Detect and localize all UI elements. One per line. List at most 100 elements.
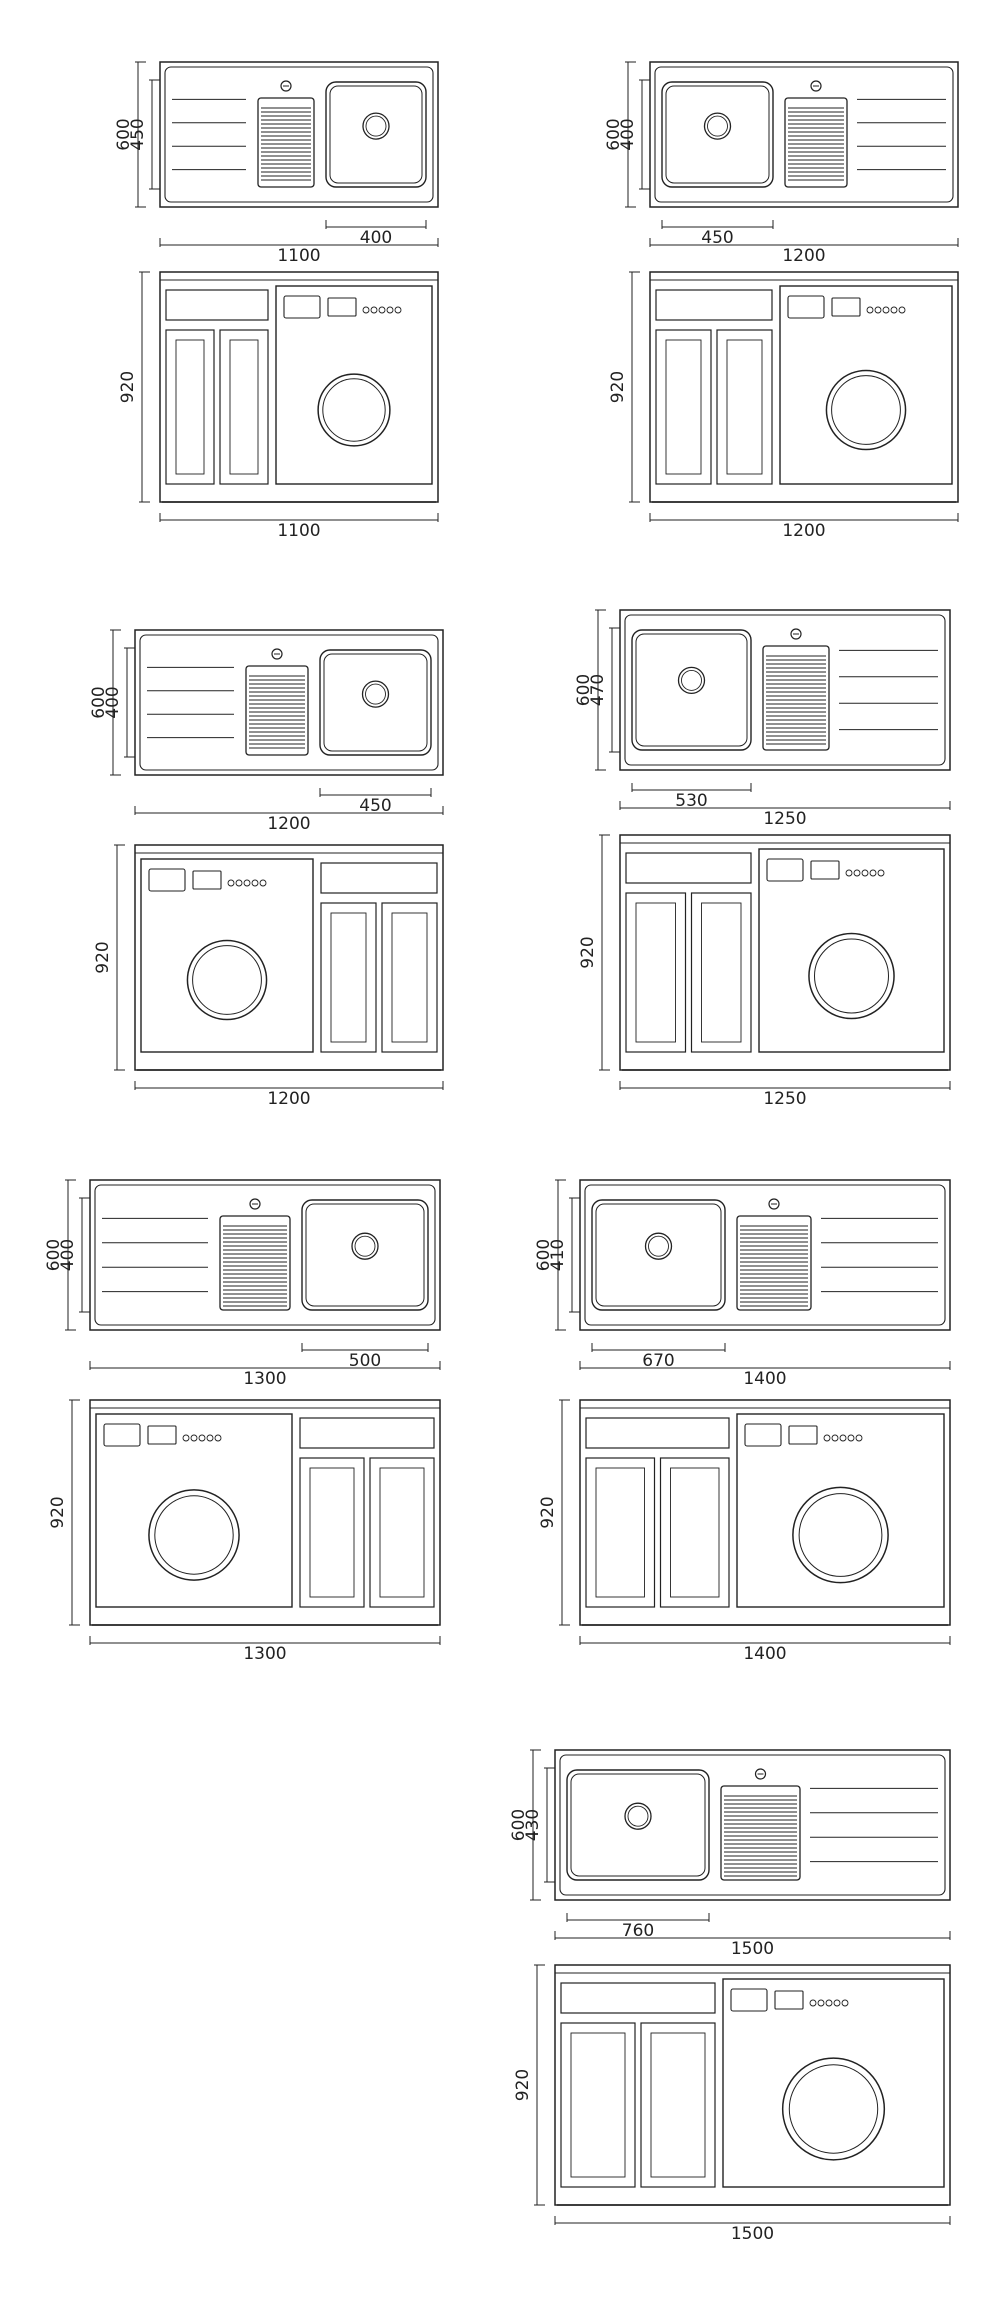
height-dimension-label: 920	[513, 2069, 533, 2101]
total-width-dimension-label: 1250	[763, 809, 806, 829]
basin-width-dimension: 670	[591, 1343, 726, 1371]
washing-machine	[736, 1413, 945, 1608]
drain-icon	[361, 680, 390, 708]
control-button-icon	[855, 1434, 863, 1442]
cabinet	[320, 862, 438, 1053]
height-dimension-label: 920	[48, 1496, 68, 1528]
depth-dimension-label: 600	[534, 1239, 554, 1271]
basin-depth-dimension: 400	[103, 647, 135, 758]
countertop-outline	[134, 629, 444, 776]
countertop-inner	[94, 1184, 436, 1326]
total-width-dimension-label: 1200	[782, 246, 825, 266]
front-width-dimension: 1200	[649, 513, 959, 541]
total-width-dimension: 1200	[134, 806, 444, 834]
front-width-dimension-label: 1200	[267, 1089, 310, 1109]
drain-inner-icon	[648, 1235, 669, 1257]
door-panel	[391, 912, 428, 1043]
sink-basin	[631, 629, 752, 751]
display-panel	[327, 297, 357, 317]
basin-depth-dimension: 410	[548, 1197, 580, 1313]
control-button-icon	[182, 1434, 190, 1442]
depth-dimension: 600	[114, 61, 146, 208]
total-width-dimension: 1100	[159, 238, 439, 266]
washer-body	[140, 858, 314, 1053]
depth-dimension: 600	[534, 1179, 566, 1331]
cabinet-door-left	[165, 329, 215, 485]
drawer-front	[299, 1417, 435, 1449]
basin-depth-dimension: 430	[523, 1767, 555, 1883]
countertop-inner	[559, 1754, 946, 1896]
height-dimension-label: 920	[118, 371, 138, 403]
basin-inner	[329, 85, 423, 184]
control-button-icon	[370, 306, 378, 314]
control-button-icon	[847, 1434, 855, 1442]
cabinet	[560, 1982, 716, 2188]
control-button-icon	[386, 306, 394, 314]
depth-dimension: 600	[604, 61, 636, 208]
control-button-icon	[378, 306, 386, 314]
control-button-icon	[898, 306, 906, 314]
countertop-inner	[164, 66, 434, 203]
drainboard	[147, 666, 234, 739]
front-width-dimension-label: 1500	[731, 2224, 774, 2244]
drain-inner-icon	[365, 115, 387, 137]
washing-machine	[722, 1978, 945, 2188]
door-panel	[175, 339, 205, 475]
washer-door	[148, 1489, 240, 1581]
display-panel	[147, 1425, 177, 1445]
front-width-dimension: 1300	[89, 1636, 441, 1664]
drainboard	[821, 1217, 938, 1293]
basin-inner	[570, 1773, 706, 1877]
basin-width-dimension: 450	[661, 220, 774, 248]
cabinet-outline	[89, 1399, 441, 1626]
cabinet-door-right	[716, 329, 773, 485]
total-width-dimension: 1250	[619, 801, 951, 829]
basin-width-dimension: 530	[631, 783, 752, 811]
cabinet-door-left	[655, 329, 712, 485]
washboard	[736, 1215, 812, 1311]
detergent-drawer	[283, 295, 321, 319]
drawer-front	[320, 862, 438, 894]
drain-icon	[677, 666, 706, 695]
cabinet	[299, 1417, 435, 1608]
control-button-icon	[394, 306, 402, 314]
washboard	[762, 645, 830, 751]
cabinet-door-left	[320, 902, 377, 1053]
control-button-icon	[839, 1434, 847, 1442]
height-dimension: 920	[93, 844, 125, 1071]
washer-door-glass	[322, 378, 386, 442]
washer-door	[808, 932, 895, 1020]
washboard	[257, 97, 315, 188]
washer-body	[275, 285, 433, 485]
control-button-icon	[874, 306, 882, 314]
height-dimension-label: 920	[538, 1496, 558, 1528]
tap-knob-icon	[790, 628, 802, 640]
display-panel	[774, 1990, 804, 2010]
total-width-dimension: 1500	[554, 1931, 951, 1959]
height-dimension-label: 920	[93, 941, 113, 973]
detergent-drawer	[744, 1423, 782, 1447]
washing-machine	[275, 285, 433, 485]
basin-inner	[665, 85, 770, 184]
control-button-icon	[841, 1999, 849, 2007]
drainboard	[857, 98, 946, 171]
washer-door-glass	[788, 2064, 879, 2154]
basin-depth-dimension: 470	[588, 627, 620, 753]
display-panel	[810, 860, 840, 880]
control-button-icon	[235, 879, 243, 887]
basin-depth-dimension-label: 400	[618, 118, 638, 150]
cabinet-door-left	[625, 892, 687, 1053]
basin-outer	[631, 629, 752, 751]
sink-basin	[301, 1199, 429, 1311]
cabinet-outline	[134, 844, 444, 1071]
drain-icon	[703, 112, 732, 140]
basin-outer	[591, 1199, 726, 1311]
total-width-dimension-label: 1300	[243, 1369, 286, 1389]
depth-dimension-label: 600	[89, 686, 109, 718]
door-panel	[701, 902, 742, 1043]
